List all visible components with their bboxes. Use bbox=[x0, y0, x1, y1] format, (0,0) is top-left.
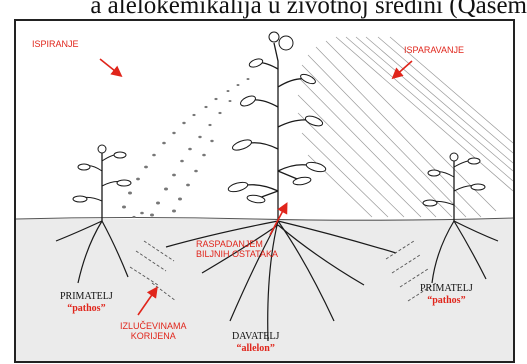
allelopathy-diagram: ISPIRANJE ISPARAVANJE RASPADANJEM BILJNI… bbox=[14, 19, 515, 363]
primatelj-left-name: PRIMATELJ bbox=[60, 291, 113, 303]
label-raspadanjem-line2: BILJNIH OSTATAKA bbox=[196, 249, 278, 259]
label-izlucevinama: IZLUČEVINAMA KORIJENA bbox=[120, 321, 187, 341]
left-receiver-plant bbox=[73, 145, 131, 221]
davatelj-sub: “allelon” bbox=[232, 343, 279, 355]
davatelj-name: DAVATELJ bbox=[232, 331, 279, 343]
label-raspadanjem-line1: RASPADANJEM bbox=[196, 239, 278, 249]
primatelj-right-sub: “pathos” bbox=[420, 295, 473, 307]
primatelj-left-sub: “pathos” bbox=[60, 303, 113, 315]
label-isparavanje: ISPARAVANJE bbox=[404, 45, 464, 55]
label-primatelj-right: PRIMATELJ “pathos” bbox=[420, 283, 473, 307]
label-izlucevinama-line1: IZLUČEVINAMA bbox=[120, 321, 187, 331]
label-izlucevinama-line2: KORIJENA bbox=[120, 331, 187, 341]
leaching-droplets bbox=[122, 78, 250, 218]
label-ispiranje: ISPIRANJE bbox=[32, 39, 79, 49]
primatelj-right-name: PRIMATELJ bbox=[420, 283, 473, 295]
right-receiver-plant bbox=[423, 153, 485, 221]
donor-plant bbox=[238, 43, 316, 221]
label-raspadanjem: RASPADANJEM BILJNIH OSTATAKA bbox=[196, 239, 278, 259]
label-davatelj: DAVATELJ “allelon” bbox=[232, 331, 279, 355]
label-primatelj-left: PRIMATELJ “pathos” bbox=[60, 291, 113, 315]
